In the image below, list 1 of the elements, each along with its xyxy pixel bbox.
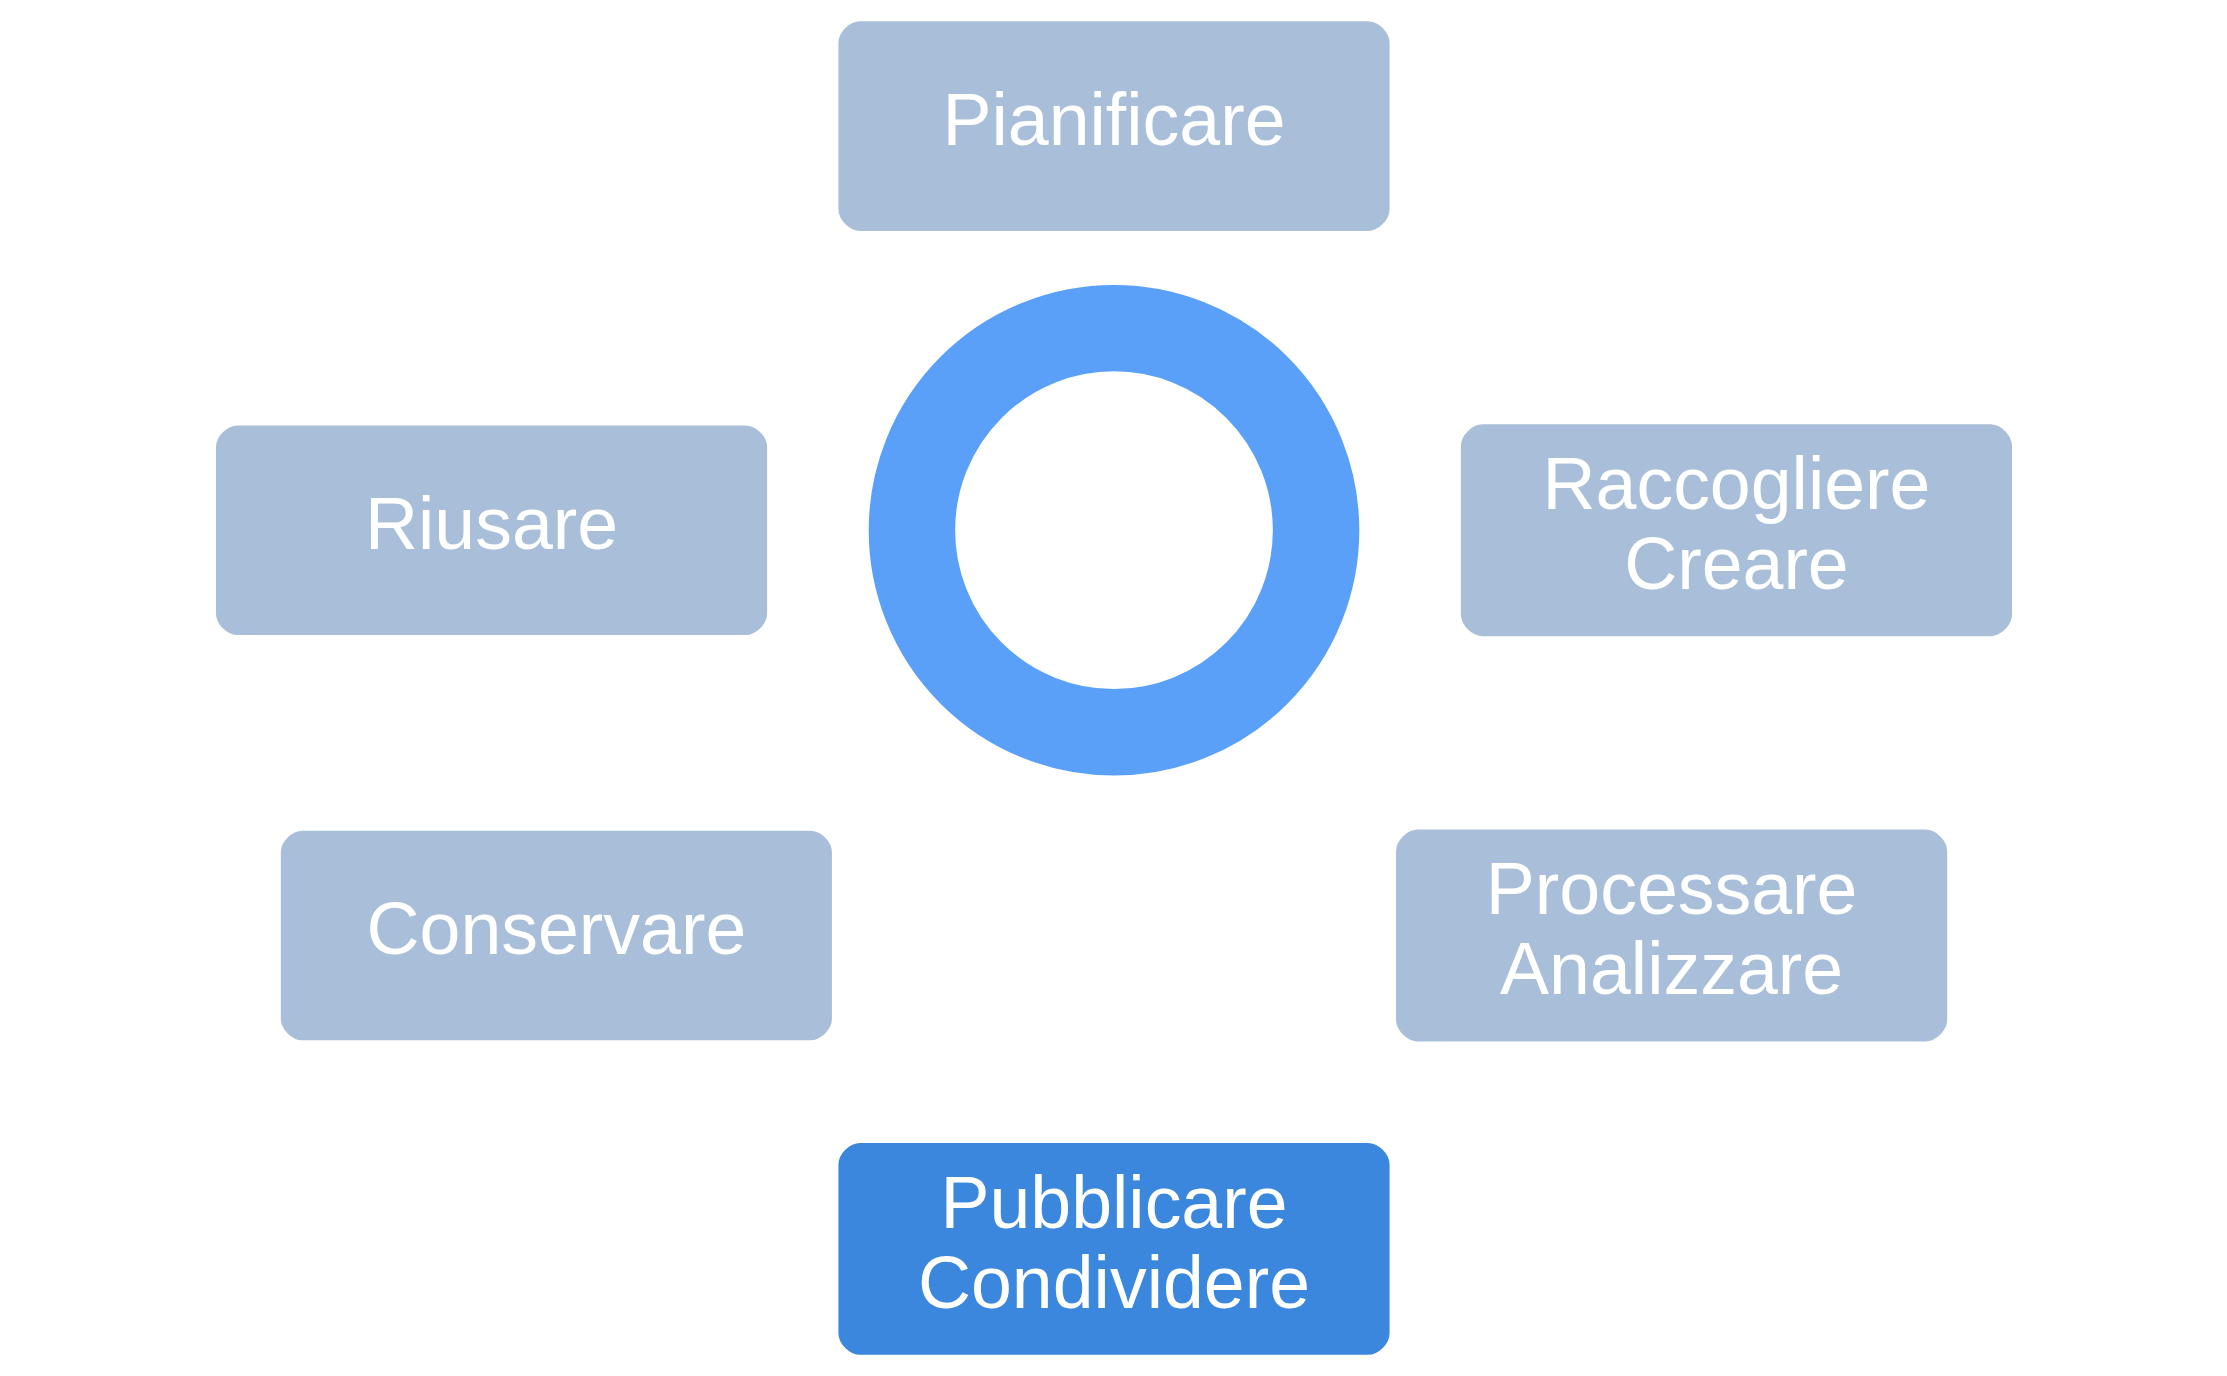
node-circle: [868, 284, 1359, 776]
